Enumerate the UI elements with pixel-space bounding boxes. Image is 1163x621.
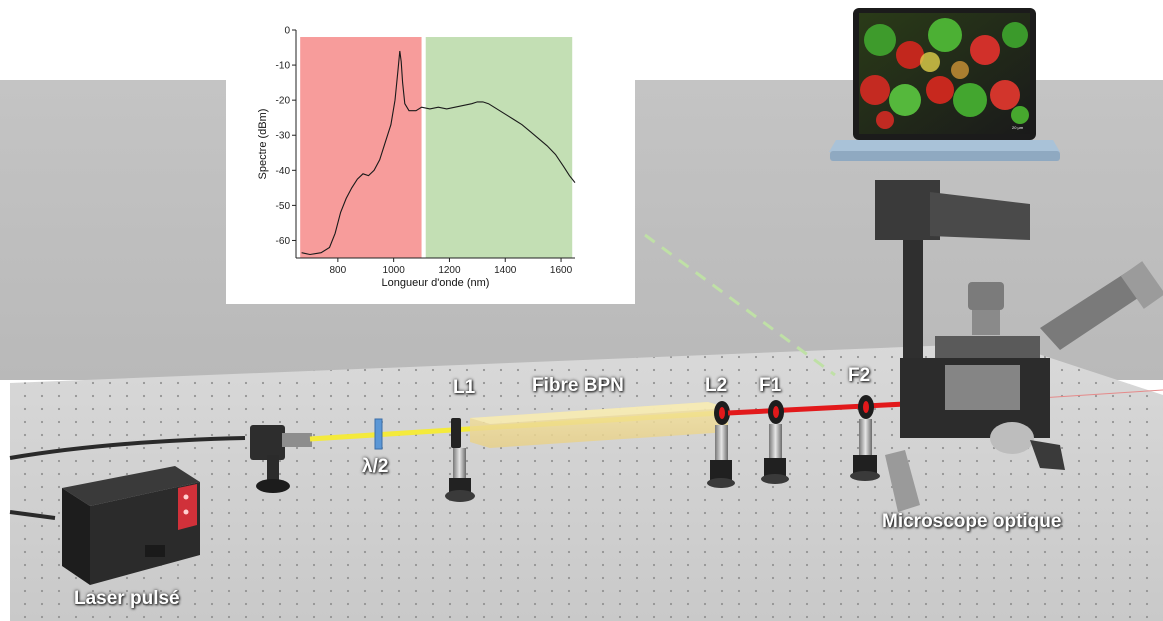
x-tick-label: 1000: [383, 265, 406, 276]
y-tick-label: -60: [276, 236, 291, 247]
x-tick-label: 1200: [438, 265, 461, 276]
laptop: 20 µm: [829, 8, 1060, 161]
filter-f1: [761, 400, 789, 484]
microscope-image: [860, 18, 1029, 129]
input-coupler: [250, 425, 312, 493]
x-tick-label: 1400: [494, 265, 517, 276]
lens-l1: [445, 418, 475, 502]
label-microscope: Microscope optique: [882, 511, 1062, 532]
laser-cable: [9, 510, 56, 520]
label-f2: F2: [848, 365, 871, 386]
input-cable: [9, 436, 246, 460]
y-tick-label: -20: [276, 96, 291, 107]
scale-caption: 20 µm: [1012, 125, 1024, 130]
y-tick-label: 0: [284, 26, 290, 37]
pulsed-laser: [62, 466, 200, 585]
x-tick-label: 1600: [550, 265, 573, 276]
dashed-connection-line: [644, 233, 836, 377]
y-axis-label: Spectre (dBm): [257, 109, 269, 180]
spectrum-region-red: [300, 37, 422, 259]
optical-table-holes: [10, 343, 1163, 621]
y-tick-label: -30: [276, 131, 291, 142]
label-l2: L2: [705, 375, 728, 396]
y-tick-label: -40: [276, 166, 291, 177]
lens-l2: [707, 401, 735, 488]
y-tick-label: -50: [276, 201, 291, 212]
y-tick-label: -10: [276, 61, 291, 72]
label-halfwave: λ/2: [362, 456, 389, 477]
halfwave-plate: [374, 418, 383, 450]
label-fiber: Fibre BPN: [532, 375, 624, 396]
filter-f2: [850, 395, 880, 481]
beam-exit: [1039, 389, 1163, 399]
fiber-bpn-box-top: [470, 402, 728, 424]
x-tick-label: 800: [330, 265, 347, 276]
label-f1: F1: [759, 375, 782, 396]
x-axis-label: Longueur d'onde (nm): [382, 277, 490, 289]
beam-red: [727, 401, 906, 416]
spectrum-chart: 800 1000 1200 1400 1600 0 -10 -20 -30 -40 -50 -60Lo…: [257, 26, 576, 289]
spectrum-region-green: [425, 37, 573, 259]
spectrum-line: [301, 50, 576, 256]
microscope: [875, 180, 1163, 512]
label-l1: L1: [453, 377, 476, 398]
fiber-bpn-box: [470, 402, 728, 448]
label-laser: Laser pulsé: [74, 588, 180, 609]
